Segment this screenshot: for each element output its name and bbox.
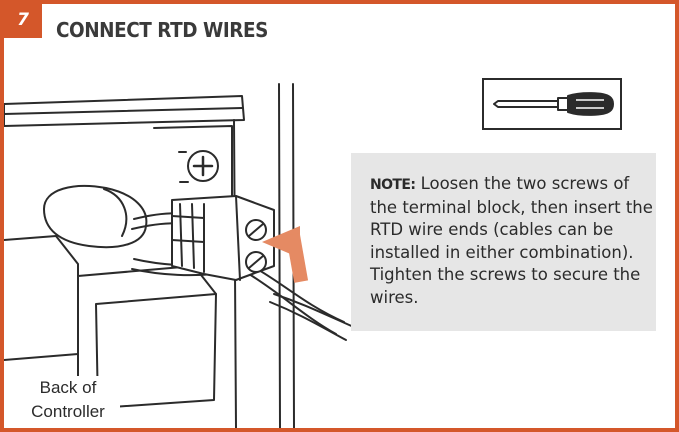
screwdriver-icon: [493, 92, 614, 116]
tool-callout: [482, 78, 622, 130]
step-number-badge: 7: [4, 4, 42, 38]
terminal-block-illustration: [4, 83, 357, 428]
note-text: NOTE: Loosen the two screws of the termi…: [370, 173, 655, 309]
note-body: Loosen the two screws of the terminal bl…: [370, 174, 653, 307]
step-title: CONNECT RTD WIRES: [56, 18, 268, 42]
controller-label-line2: Controller: [31, 402, 105, 421]
controller-label-line1: Back of: [39, 378, 97, 397]
note-callout: [351, 153, 656, 331]
note-label: NOTE:: [370, 177, 416, 193]
insert-arrow-icon: [262, 226, 309, 283]
controller-label: Back of Controller: [16, 376, 120, 424]
